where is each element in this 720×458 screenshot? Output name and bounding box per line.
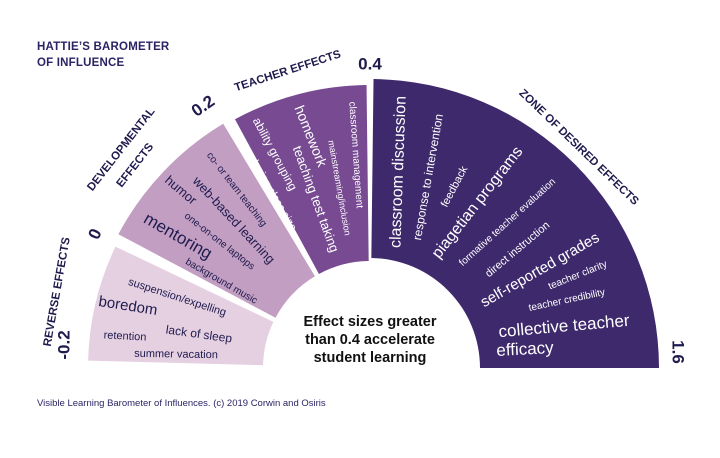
sector-zone-of-desired-effects: [371, 79, 659, 368]
effect-label: efficacy: [495, 338, 555, 360]
effect-label: retention: [103, 329, 147, 344]
caption-line: Effect sizes greater: [303, 314, 437, 330]
title-line: OF INFLUENCE: [37, 56, 125, 69]
diagram-title: HATTIE’S BAROMETER OF INFLUENCE: [37, 40, 169, 71]
title-line: HATTIE’S BAROMETER: [37, 41, 170, 53]
caption-line: student learning: [313, 350, 427, 367]
sector-developmental-effects: [118, 123, 315, 318]
effect-label: summer vacation: [134, 347, 218, 362]
tick-label: 0.4: [358, 54, 382, 74]
sector-teacher-effects: [234, 85, 369, 274]
source-credit: Visible Learning Barometer of Influences…: [37, 398, 326, 409]
center-caption: Effect sizes greater than 0.4 accelerate…: [270, 313, 470, 367]
tick-label: -0.2: [54, 330, 74, 360]
caption-line: than 0.4 accelerate: [305, 332, 435, 349]
sector-reverse-effects: [88, 246, 274, 366]
tick-label: 1.6: [668, 340, 688, 364]
